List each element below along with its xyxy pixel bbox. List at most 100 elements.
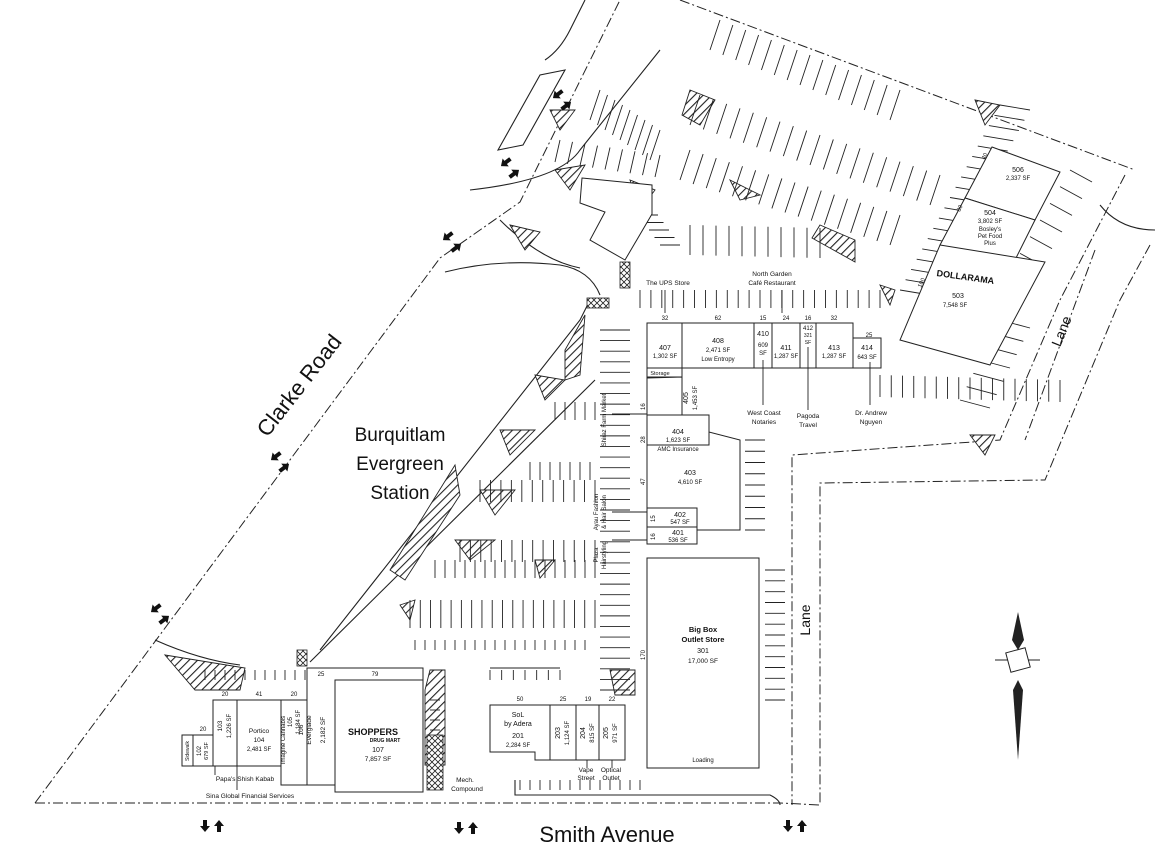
callout-imagine-cannabis: Imagine Cannabis <box>281 716 287 764</box>
unit-104-sf: 2,481 SF <box>247 747 272 753</box>
callout-optical: Optical <box>601 767 622 774</box>
unit-404-number: 404 <box>672 429 684 436</box>
parking-stall-line <box>761 39 772 71</box>
unit-204-sf: 815 SF <box>590 723 596 743</box>
frontage-label: 32 <box>831 316 838 322</box>
parking-stall-line <box>748 34 759 66</box>
unit-503-number: 503 <box>952 293 964 300</box>
unit-204-number: 204 <box>580 727 587 739</box>
unit-106-tenant: Everglade <box>306 715 313 745</box>
parking-stall-line <box>705 157 717 189</box>
callout-papas-shish-kabab: Papa's Shish Kabab <box>216 776 275 783</box>
unit-401-sf: 536 SF <box>668 538 688 544</box>
unit-408-sf: 2,471 SF <box>706 348 731 354</box>
frontage-label: 47 <box>641 478 647 485</box>
unit-506-number: 506 <box>1012 167 1024 174</box>
unit-410-number: 410 <box>757 331 769 338</box>
unit-301-number: 301 <box>697 648 709 655</box>
callout-west-coast: West Coast <box>747 410 781 417</box>
unit-413-number: 413 <box>828 345 840 352</box>
building-row-400 <box>646 322 882 545</box>
parking-stall-line <box>929 174 941 206</box>
parking-stall-line <box>1039 219 1063 233</box>
parking-stall-line <box>689 94 701 126</box>
callout-shiraz: Shiraz Farm Market <box>602 393 608 446</box>
unit-412-number: 412 <box>803 326 814 332</box>
parking-stall-line <box>889 214 901 246</box>
parking-stall-line <box>554 139 561 163</box>
unit-301-tenant: Outlet Store <box>682 635 725 644</box>
frontage-label: 100 <box>917 277 927 289</box>
callout-plaza: Plaza <box>594 547 600 563</box>
parking-stall-line <box>617 149 623 172</box>
unit-407-number: 407 <box>659 345 671 352</box>
callout-pagoda: Travel <box>799 422 817 429</box>
parking-stall-line <box>634 119 646 151</box>
frontage-label: 79 <box>372 672 379 678</box>
parking-stall-line <box>709 19 721 51</box>
callout-dr-nguyen: Dr. Andrew <box>855 410 887 417</box>
parking-stall-line <box>1049 202 1073 216</box>
frontage-label: 19 <box>585 697 592 703</box>
station-label-line: Station <box>370 483 429 504</box>
crosswalks <box>296 177 653 667</box>
unit-107-sf: 7,857 SF <box>365 756 391 763</box>
building-row-100: SHOPPERS DRUG MART 107 7,857 SF 106 Ever… <box>181 667 483 800</box>
building-301: Big Box Outlet Store 301 17,000 SF Loadi… <box>646 557 760 769</box>
lane-east-label: Lane <box>1048 313 1075 348</box>
parking-stall-line <box>836 143 848 175</box>
parking-stall-line <box>1069 169 1093 183</box>
unit-301-tenant: Big Box <box>689 625 718 634</box>
parking-stalls <box>204 19 1093 790</box>
unit-504-number: 504 <box>984 210 996 217</box>
callout-ups: The UPS Store <box>646 280 690 287</box>
frontage-label: 16 <box>805 316 812 322</box>
unit-506-sf: 2,337 SF <box>1006 176 1031 182</box>
unit-410-sf: 609 <box>758 343 769 349</box>
parking-stall-line <box>604 99 616 131</box>
parking-stall-line <box>863 206 875 238</box>
unit-412-sf: SF <box>805 340 811 346</box>
station-label-line: Evergreen <box>356 454 444 475</box>
frontage-label: 32 <box>662 316 669 322</box>
building-506: 506 2,337 SF <box>964 146 1061 221</box>
parking-stall-line <box>692 153 704 185</box>
unit-203-sf: 1,124 SF <box>565 720 571 745</box>
mech-compound-label: Mech. <box>456 777 474 784</box>
shoppers-brand: SHOPPERS <box>348 727 398 737</box>
parking-stall-line <box>889 89 901 121</box>
unit-411-sf: 1,287 SF <box>774 354 799 360</box>
frontage-label: 28 <box>641 436 647 443</box>
unit-102-number: 102 <box>197 745 203 756</box>
parking-stall-line <box>838 69 849 101</box>
unit-102-sf: 679 SF <box>204 741 210 759</box>
parking-stall-line <box>649 129 661 161</box>
unit-503-sf: 7,548 SF <box>943 303 968 309</box>
frontage-label: 16 <box>651 533 657 540</box>
unit-407-sf: 1,302 SF <box>653 354 678 360</box>
callout-ayau: Ayau Fashion <box>594 494 600 531</box>
unit-402-number: 402 <box>674 512 686 519</box>
parking-stall-line <box>771 178 783 209</box>
lane-south-label: Lane <box>797 604 813 635</box>
callout-leaders <box>612 290 871 541</box>
loading-label: Loading <box>692 758 713 764</box>
parking-stall-line <box>597 94 608 126</box>
callout-plaza: Hairstyling <box>602 541 608 569</box>
unit-301-sf: 17,000 SF <box>688 658 718 665</box>
callout-west-coast: Notaries <box>752 419 777 426</box>
unit-103-sf: 1,226 SF <box>227 713 233 738</box>
parking-stall-line <box>876 210 888 242</box>
access-arrow-icon <box>454 822 478 834</box>
building-503: DOLLARAMA 503 7,548 SF <box>899 244 1046 366</box>
parking-stall-line <box>732 166 743 197</box>
unit-106-number: 106 <box>298 724 305 735</box>
parking-stall-line <box>822 139 834 170</box>
building-row-200: SoL by Adera 201 2,284 SF 203 1,124 SF 2… <box>489 697 626 782</box>
unit-403-sf: 4,610 SF <box>678 480 703 486</box>
parking-stall-line <box>579 143 586 166</box>
callout-optical: Outlet <box>602 775 620 782</box>
frontage-label: 22 <box>609 697 616 703</box>
parking-stall-line <box>716 103 728 135</box>
parking-stall-line <box>1029 236 1053 250</box>
